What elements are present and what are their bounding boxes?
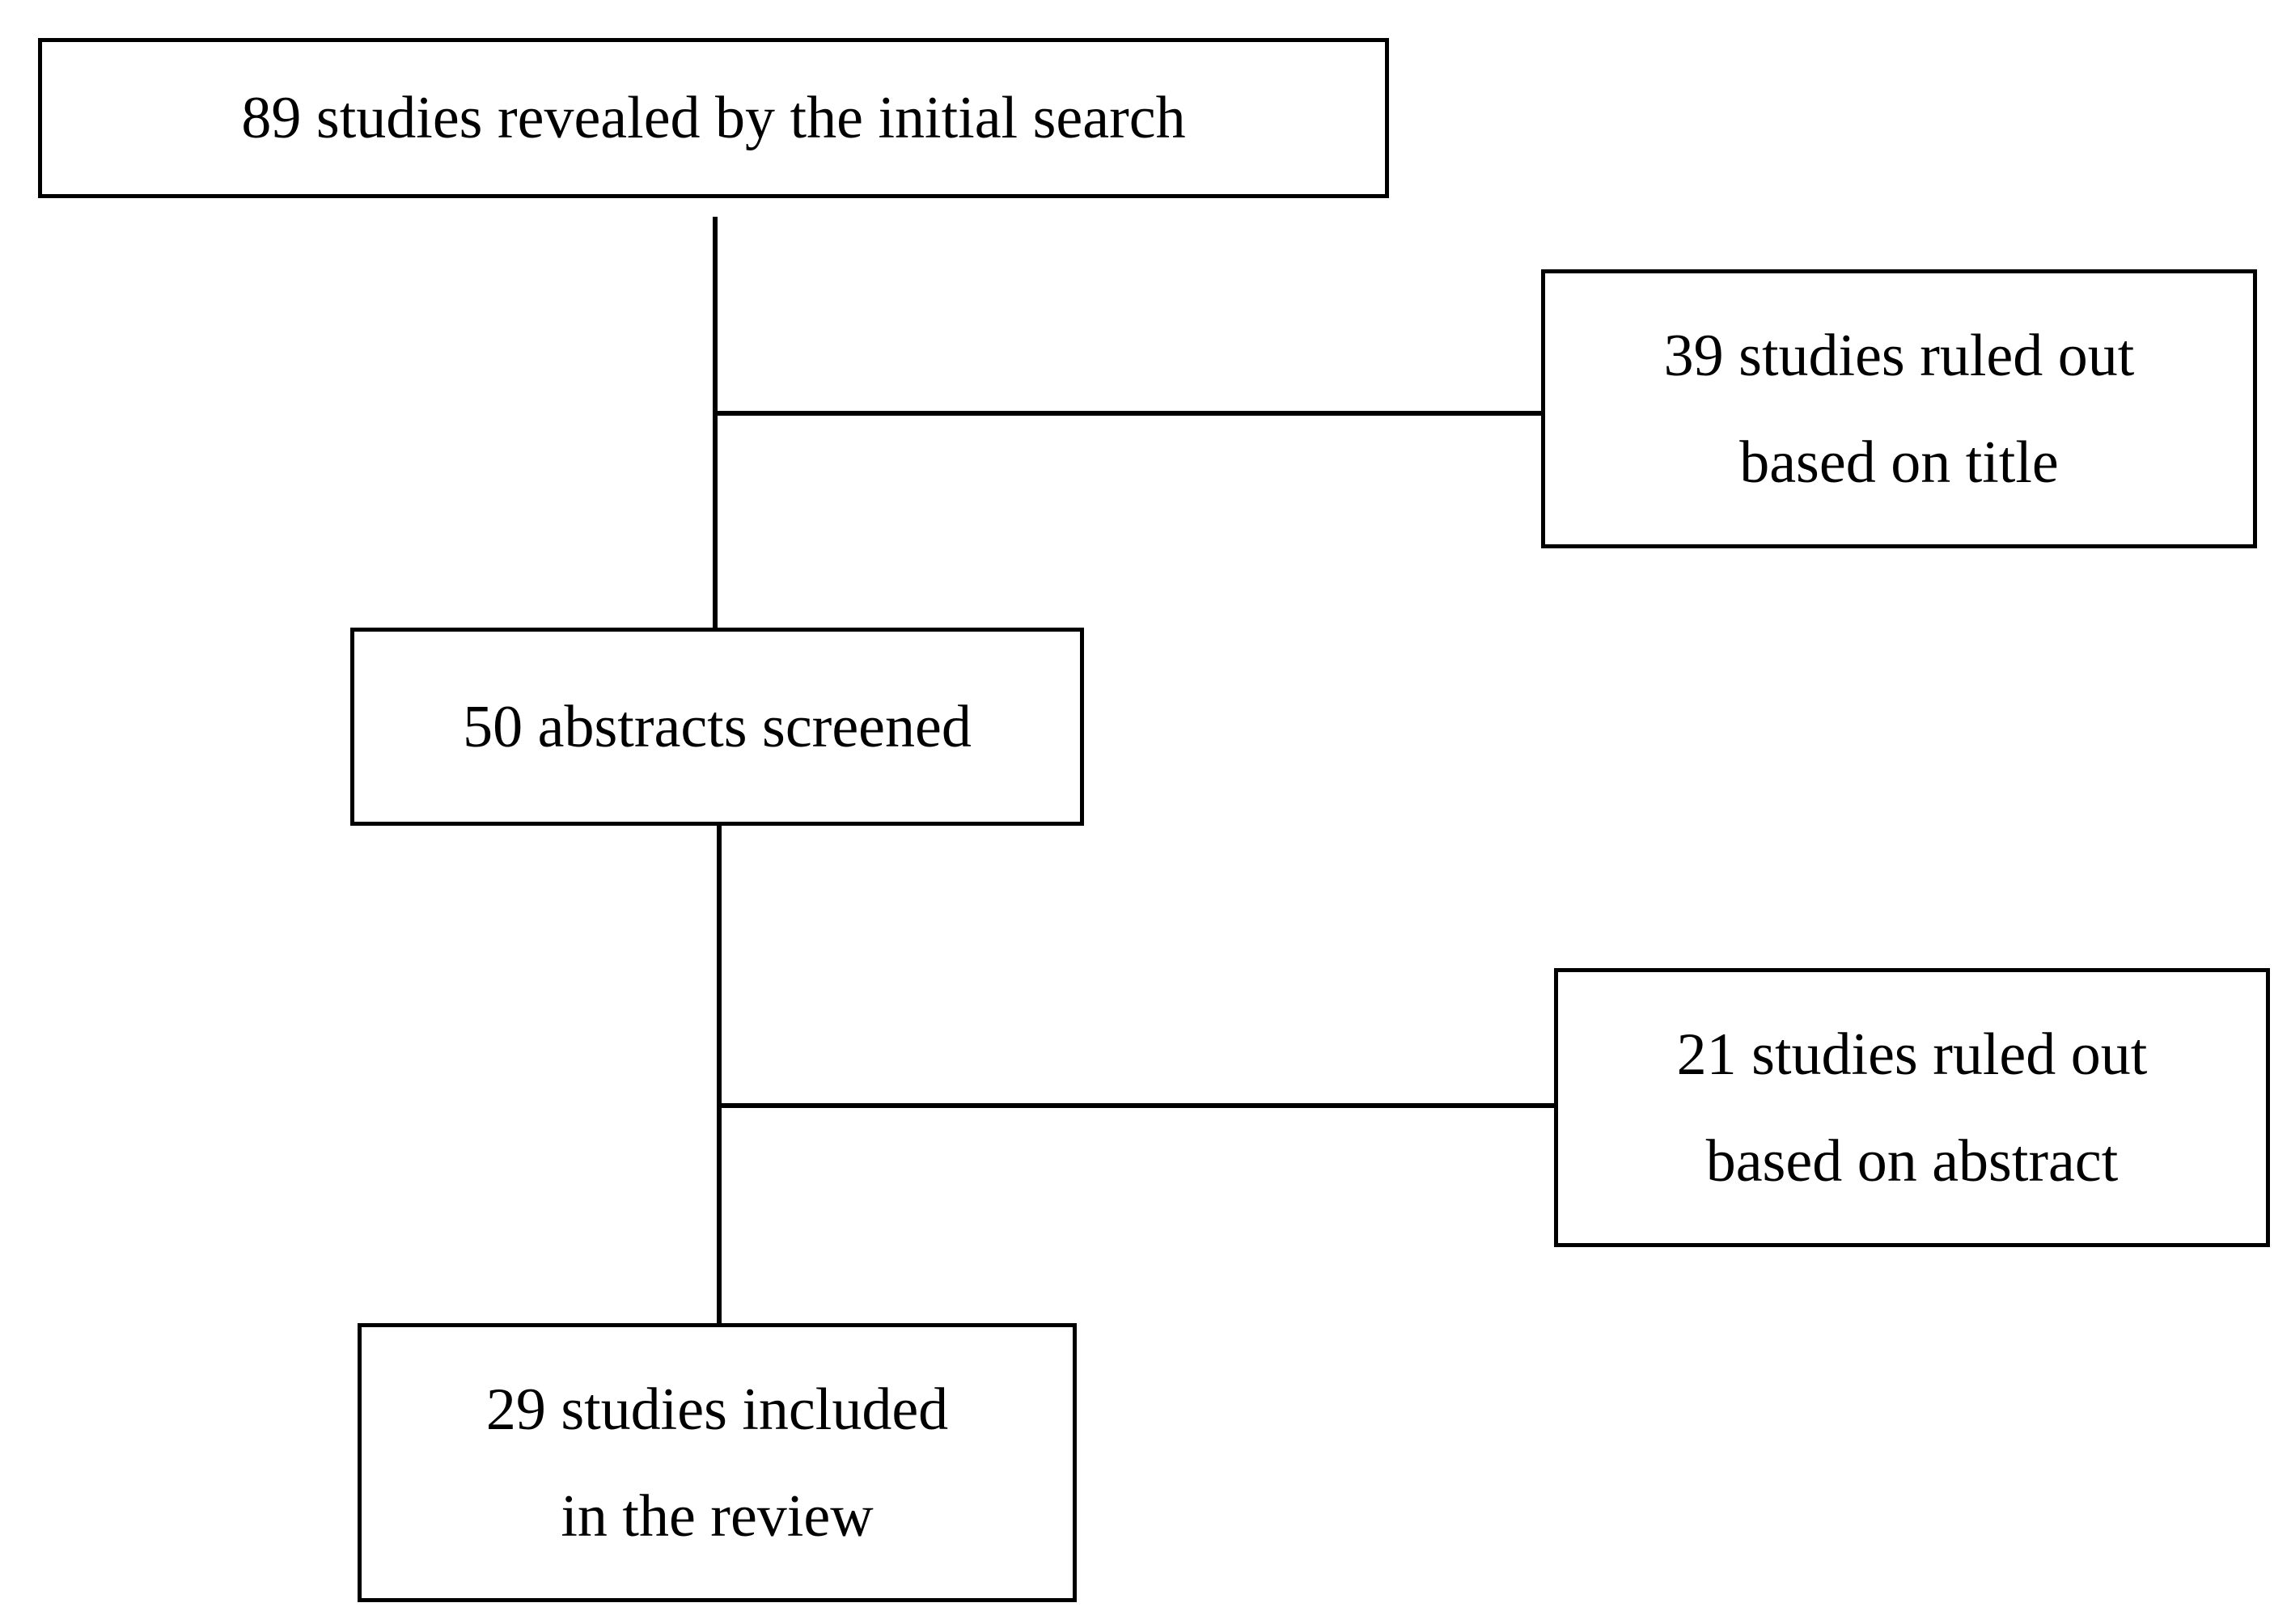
- title-exclusion-text-line2: based on title: [1739, 429, 2059, 496]
- included-studies-box: 29 studies included in the review: [358, 1323, 1077, 1602]
- included-studies-text-line2: in the review: [561, 1482, 874, 1550]
- title-exclusion-box: 39 studies ruled out based on title: [1541, 269, 2257, 548]
- abstract-exclusion-text-line1: 21 studies ruled out: [1676, 1021, 2148, 1088]
- title-exclusion-text-line1: 39 studies ruled out: [1663, 322, 2135, 389]
- connector-initial-to-abstracts: [713, 217, 718, 629]
- abstracts-screened-box: 50 abstracts screened: [350, 628, 1084, 826]
- abstract-exclusion-box: 21 studies ruled out based on abstract: [1554, 968, 2270, 1247]
- abstracts-screened-text: 50 abstracts screened: [463, 693, 972, 760]
- connector-to-abstract-exclusion: [717, 1103, 1556, 1108]
- abstract-exclusion-text-line2: based on abstract: [1705, 1127, 2119, 1195]
- connector-abstracts-to-included: [717, 824, 722, 1326]
- included-studies-text-line1: 29 studies included: [485, 1376, 949, 1443]
- initial-search-box: 89 studies revealed by the initial searc…: [38, 38, 1389, 198]
- connector-to-title-exclusion: [713, 411, 1544, 416]
- initial-search-text: 89 studies revealed by the initial searc…: [241, 85, 1186, 151]
